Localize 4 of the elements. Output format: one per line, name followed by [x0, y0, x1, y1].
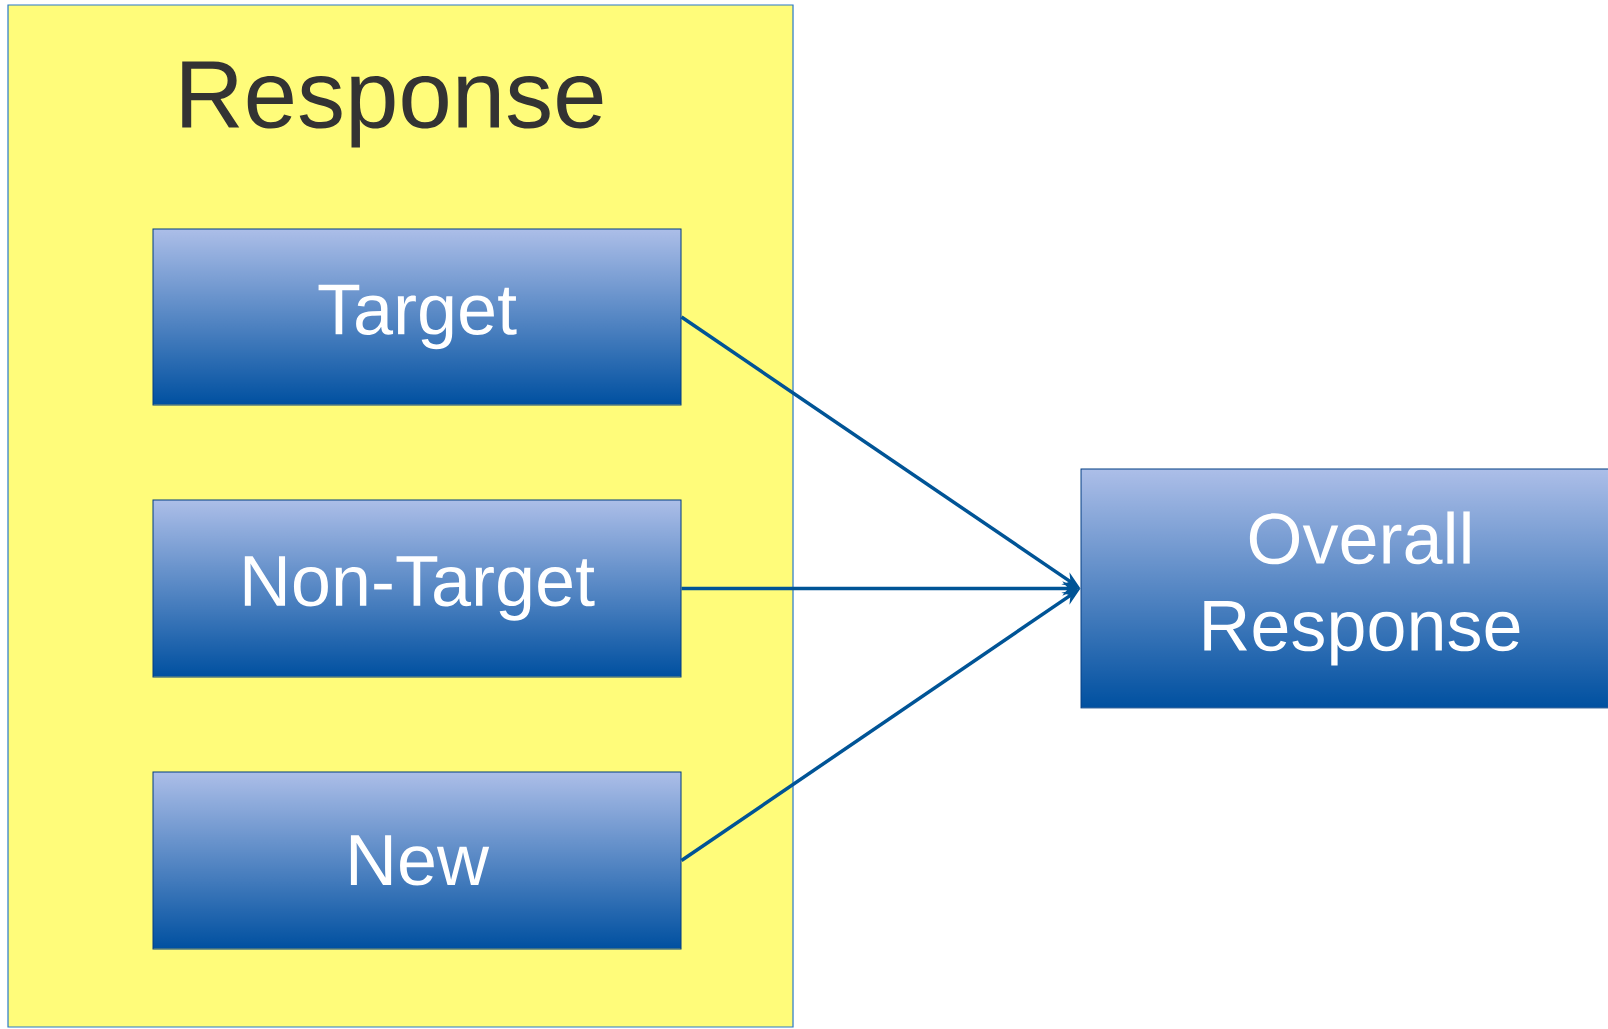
process-box: Overall Response — [1080, 468, 1608, 709]
process-box: Target — [152, 228, 682, 406]
process-box: Non-Target — [152, 499, 682, 678]
process-box: New — [152, 771, 682, 950]
